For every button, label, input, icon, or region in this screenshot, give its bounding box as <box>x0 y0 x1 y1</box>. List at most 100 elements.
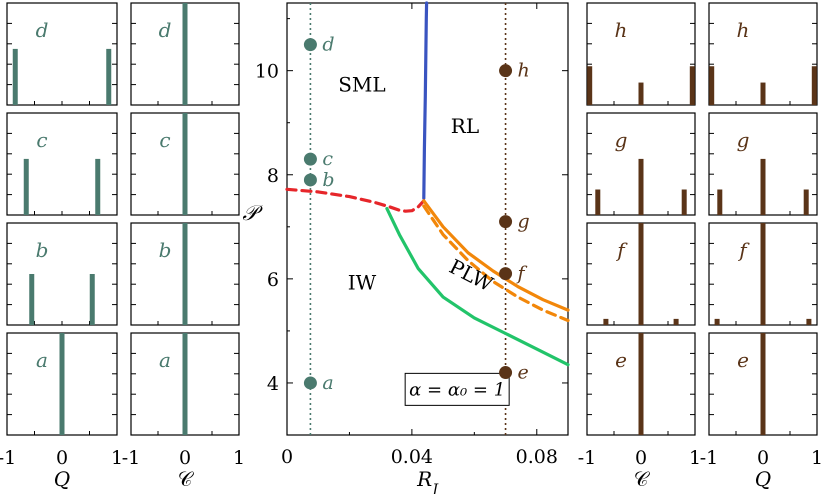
state-point-label: a <box>322 372 333 394</box>
histogram-bar <box>638 223 644 325</box>
histogram-bar <box>23 158 29 215</box>
histogram-bar <box>803 189 809 215</box>
y-tick-label: 6 <box>267 269 279 291</box>
x-tick-label: 0.08 <box>516 446 558 468</box>
x-tick-label: 0.04 <box>391 446 433 468</box>
histogram-panel-d: d <box>130 2 240 106</box>
histogram-bar <box>106 48 112 105</box>
histogram-bar <box>182 223 188 325</box>
annotation-box <box>404 372 510 406</box>
histogram-panel-c: c <box>6 112 118 216</box>
panel-x-tick-label: -1 <box>578 447 597 469</box>
panel-label: d <box>159 18 172 42</box>
panel-label: g <box>737 128 750 152</box>
panel-label: a <box>159 348 171 372</box>
state-point-label: e <box>518 362 529 384</box>
histogram-bar <box>603 318 609 325</box>
state-point-c <box>303 152 317 166</box>
panel-label: b <box>159 238 172 262</box>
annotation-text: α = α₀ = 1 <box>409 379 505 400</box>
panel-x-axis-label: Q <box>755 467 771 491</box>
histogram-bar <box>760 223 766 325</box>
histogram-bar <box>95 158 101 215</box>
panel-label: g <box>615 128 628 152</box>
panel-label: h <box>737 18 750 42</box>
panel-label: c <box>159 128 170 152</box>
panel-x-tick-label: 1 <box>111 447 123 469</box>
histogram-column-1: d c b a -1 0 1Q <box>0 2 123 491</box>
histogram-bar <box>182 113 188 215</box>
histogram-bar <box>59 333 65 435</box>
histogram-bar <box>182 3 188 105</box>
panel-label: b <box>36 238 49 262</box>
histogram-panel-c: c <box>130 112 240 216</box>
state-point-h <box>499 64 513 78</box>
state-point-b <box>303 173 317 187</box>
state-point-label: g <box>518 211 530 233</box>
histogram-panel-g: g <box>708 112 818 216</box>
phase-boundary-green-solid <box>385 207 570 367</box>
histogram-bar <box>182 333 188 435</box>
histogram-panel-b: b <box>130 222 240 326</box>
phase-boundary-orange-solid <box>422 199 570 312</box>
histogram-bar <box>638 158 644 215</box>
histogram-bar <box>638 333 644 435</box>
histogram-panel-e: e <box>586 332 696 436</box>
panel-label: h <box>615 18 628 42</box>
state-point-a <box>303 376 317 390</box>
panel-x-axis-label: 𝒞 <box>634 467 651 491</box>
histogram-bar <box>673 318 679 325</box>
panel-x-tick-label: -1 <box>0 447 16 469</box>
phase-boundary-blue-solid <box>422 1 429 200</box>
histogram-bar <box>12 48 18 105</box>
histogram-bar <box>595 189 601 215</box>
histogram-bar <box>638 82 644 105</box>
histogram-panel-g: g <box>586 112 696 216</box>
panel-x-tick-label: 1 <box>233 447 245 469</box>
panel-label: d <box>36 18 49 42</box>
histogram-bar <box>760 333 766 435</box>
panel-label: a <box>36 348 48 372</box>
panel-x-tick-label: 0 <box>635 447 647 469</box>
histogram-bar <box>760 158 766 215</box>
panel-x-tick-label: 0 <box>179 447 191 469</box>
histogram-bar <box>714 318 720 325</box>
phase-boundary-red-dashed <box>285 187 426 213</box>
histogram-bar <box>717 189 723 215</box>
panel-x-tick-label: 0 <box>56 447 68 469</box>
panel-x-tick-label: -1 <box>700 447 719 469</box>
state-point-label: b <box>322 169 334 191</box>
state-point-g <box>499 215 513 229</box>
y-tick-label: 10 <box>255 61 279 83</box>
histogram-bar <box>89 274 95 325</box>
histogram-bar <box>760 82 766 105</box>
histogram-bar <box>709 66 715 105</box>
panel-label: c <box>36 128 47 152</box>
state-point-d <box>303 38 317 52</box>
panel-x-tick-label: 1 <box>811 447 822 469</box>
region-label: RL <box>451 114 479 138</box>
histogram-bar <box>811 66 817 105</box>
histogram-panel-a: a <box>130 332 240 436</box>
histogram-panel-d: d <box>6 2 118 106</box>
x-tick-label: 0 <box>281 446 293 468</box>
state-point-label: c <box>322 148 333 170</box>
x-axis-label-subscript: J <box>429 482 439 494</box>
y-tick-label: 4 <box>267 373 279 395</box>
phase-boundary-orange-dashed <box>422 204 570 323</box>
state-point-f <box>499 267 513 281</box>
histogram-panel-a: a <box>6 332 118 436</box>
panel-x-tick-label: 1 <box>689 447 701 469</box>
histogram-panel-h: h <box>586 2 696 106</box>
panel-x-tick-label: -1 <box>122 447 141 469</box>
histogram-panel-b: b <box>6 222 118 326</box>
panel-x-tick-label: 0 <box>757 447 769 469</box>
panel-x-axis-label: Q <box>54 467 70 491</box>
region-label: IW <box>348 270 377 294</box>
histogram-panel-h: h <box>708 2 818 106</box>
panel-x-axis-label: 𝒞 <box>178 467 195 491</box>
